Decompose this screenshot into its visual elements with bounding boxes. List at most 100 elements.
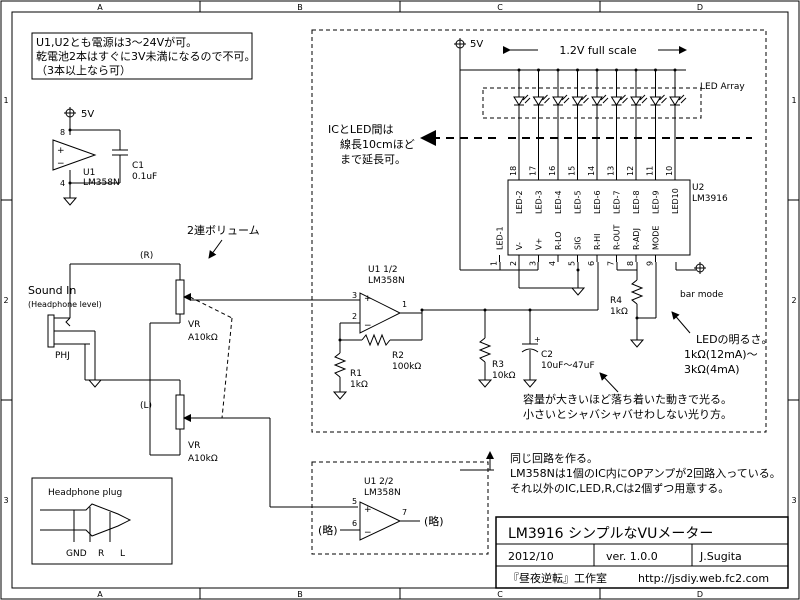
svg-text:容量が大きいほど落ち着いた動きで光る。: 容量が大きいほど落ち着いた動きで光る。 [523,392,732,406]
svg-text:（3本以上なら可）: （3本以上なら可） [36,63,131,77]
website-url: http://jsdiy.web.fc2.com [638,572,769,585]
u2-pin-number: 17 [529,166,538,176]
u2-pin-number: 5 [568,261,577,266]
svg-text:C1: C1 [132,161,144,171]
svg-text:U2: U2 [692,183,704,193]
annotation-notes: LEDの明るさ。 1kΩ(12mA)～ 3kΩ(4mA) 容量が大きいほど落ち着… [523,311,773,421]
svg-text:LM358Nは1個のIC内にOPアンプが2回路入っている。: LM358Nは1個のIC内にOPアンプが2回路入っている。 [510,466,781,480]
svg-text:ICとLED間は: ICとLED間は [328,123,393,136]
svg-text:小さいとシャバシャバせわしない光り方。: 小さいとシャバシャバせわしない光り方。 [523,407,732,421]
svg-text:それ以外のIC,LED,R,Cは2個ずつ用意する。: それ以外のIC,LED,R,Cは2個ずつ用意する。 [510,481,729,495]
svg-text:+: + [364,505,372,515]
row-label-3: 3 [3,496,8,505]
u2-pin-name: LED-5 [574,190,583,214]
u2-pin-name: MODE [652,226,661,250]
u2-pin-number: 6 [587,261,596,266]
ground-icon [62,197,78,206]
headphone-plug-icon [40,503,132,537]
u2-pin-name: R-HI [593,234,602,251]
col-label-c: C [497,3,503,12]
svg-text:(R): (R) [140,251,153,261]
svg-text:5V: 5V [470,39,483,50]
svg-text:U1 1/2: U1 1/2 [368,265,398,275]
r2-resistor [361,333,391,347]
u2-pin-name: V+ [535,238,544,250]
u2-bottom-wiring: R4 1kΩ bar mode [499,262,724,348]
u2-pin-number: 8 [626,261,635,266]
svg-text:3: 3 [352,291,357,300]
led-diode-icon [610,68,628,180]
svg-text:PHJ: PHJ [55,351,70,361]
u2-pin-number: 13 [607,166,616,176]
led-diode-icon [513,68,531,180]
r3-resistor [478,337,492,363]
svg-text:5: 5 [352,497,357,506]
col-label-a: A [97,3,103,12]
u2-pin-name: V- [515,242,524,250]
ground-icon [477,379,493,388]
vr-l-potentiometer [175,394,185,430]
svg-text:8: 8 [60,128,65,137]
led-diode-icon [552,68,570,180]
svg-text:乾電池2本はすぐに3V未満になるので不可。: 乾電池2本はすぐに3V未満になるので不可。 [36,49,256,63]
ground-icon [522,379,538,388]
led-diode-icon [532,68,550,180]
c2-capacitor [521,348,539,353]
col-label-b-bottom: B [297,590,303,599]
svg-text:R1: R1 [350,369,362,379]
svg-text:100kΩ: 100kΩ [392,362,421,372]
u2-pin-name: LED-8 [632,190,641,214]
svg-text:1kΩ: 1kΩ [610,307,628,317]
ground-icon [570,287,586,296]
svg-text:−: − [364,528,372,538]
u2-pin-number: 12 [626,166,635,176]
u2-pin-number: 9 [646,261,655,266]
svg-text:R: R [98,549,104,559]
svg-text:ver. 1.0.0: ver. 1.0.0 [606,550,658,563]
u1b-stage: + − U1 2/2 LM358N 5 6 7 (略) (略) [311,461,489,555]
svg-text:LM358N: LM358N [364,488,401,498]
u2-pin-number: 14 [587,166,596,176]
led-diode-icon [630,68,648,180]
u2-pin-number: 16 [548,166,557,176]
u2-pin-name: LED-1 [496,226,505,250]
u2-pin-name: LED-2 [515,190,524,214]
u2-pin-number: 3 [529,261,538,266]
svg-text:bar mode: bar mode [680,290,724,300]
led-array [513,68,687,180]
col-label-c-bottom: C [497,590,503,599]
svg-text:5V: 5V [81,109,94,120]
main-circuit-boundary [311,29,767,433]
phone-jack-icon [47,314,55,348]
u2-pin-name: LED-3 [535,190,544,214]
svg-text:7: 7 [402,508,407,517]
svg-text:VR: VR [188,320,200,330]
svg-text:VR: VR [188,441,200,451]
same-circuit-note: 同じ回路を作る。 LM358Nは1個のIC内にOPアンプが2回路入っている。 そ… [460,451,781,495]
svg-text:−: − [57,159,65,169]
u2-pin-name: R-OUT [613,225,622,250]
svg-text:(略): (略) [318,523,338,537]
r4-resistor [630,279,644,305]
u2-pin-number: 2 [509,261,518,266]
svg-text:A10kΩ: A10kΩ [188,454,218,464]
row-label-2: 2 [3,296,8,305]
col-label-d: D [697,3,703,12]
u2-pin-number: 4 [548,261,557,266]
svg-text:C2: C2 [541,350,553,360]
frame-labels: A B C D A B C D 1 2 3 1 2 3 [3,3,796,599]
svg-text:(L): (L) [140,401,152,411]
u2-pin-name: LED10 [671,188,680,214]
svg-text:(略): (略) [424,514,444,528]
u2-pin-number: 18 [509,166,518,176]
dual-volume-label: 2連ボリューム [187,223,260,237]
u2-lm3916: U2 LM3916 [507,179,728,256]
u2-pin-name: R-LO [554,231,563,250]
col-label-d-bottom: D [697,590,703,599]
row-label-3-right: 3 [791,496,796,505]
svg-text:『昼夜逆転』工作室: 『昼夜逆転』工作室 [508,571,607,585]
svg-text:1: 1 [402,300,407,309]
u2-pin-number: 15 [568,166,577,176]
svg-text:R2: R2 [392,351,404,361]
